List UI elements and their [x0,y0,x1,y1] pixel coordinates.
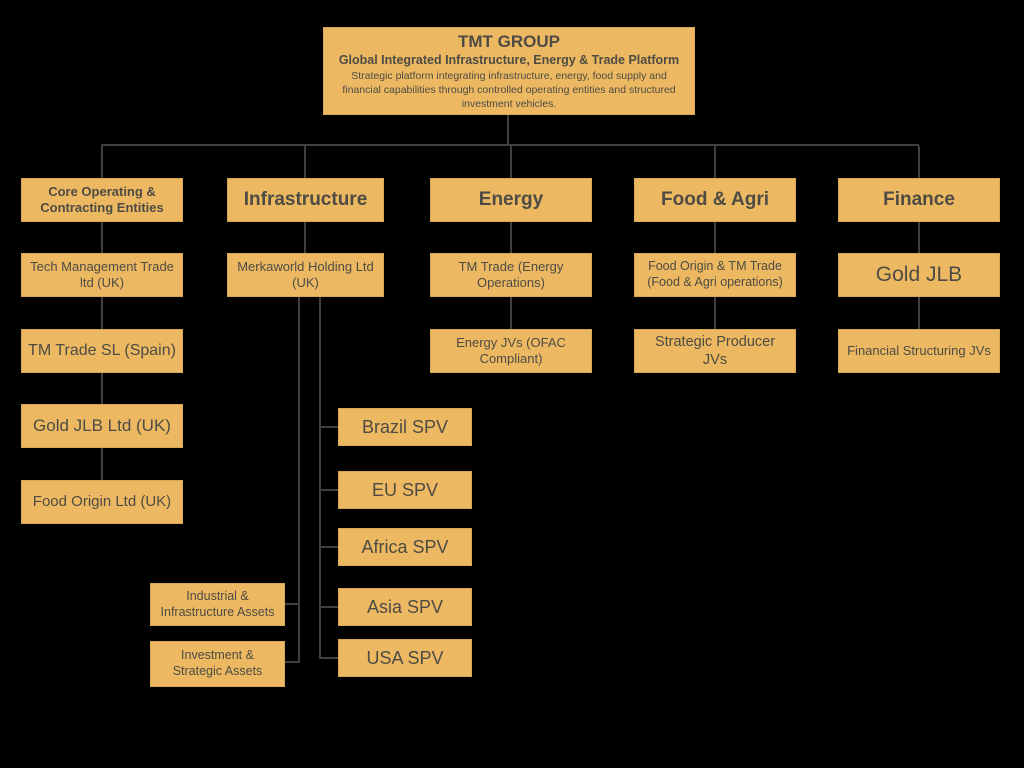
node-brazil-spv: Brazil SPV [338,408,472,446]
connector-drop-core [101,146,103,178]
node-investment-strategic-assets: Investment & Strategic Assets [150,641,285,687]
node-strategic-producer-jvs: Strategic Producer JVs [634,329,796,373]
connector-drop-finance [918,146,920,178]
connector-finance-2 [918,297,920,329]
node-asia-spv: Asia SPV [338,588,472,626]
connector-energy-1 [510,222,512,253]
connector-stub-brazil [320,426,338,428]
node-food-agri-header: Food & Agri [634,178,796,222]
connector-infra-rail-left [298,297,300,663]
root-subtitle: Global Integrated Infrastructure, Energy… [338,52,680,67]
node-infrastructure-header: Infrastructure [227,178,384,222]
connector-stub-africa [320,546,338,548]
connector-stub-eu [320,489,338,491]
node-usa-spv: USA SPV [338,639,472,677]
node-industrial-infrastructure-assets: Industrial & Infrastructure Assets [150,583,285,626]
node-tmt-group: TMT GROUP Global Integrated Infrastructu… [323,27,695,115]
root-description: Strategic platform integrating infrastru… [342,70,676,110]
node-food-origin-ltd: Food Origin Ltd (UK) [21,480,183,524]
connector-finance-1 [918,222,920,253]
node-africa-spv: Africa SPV [338,528,472,566]
node-finance-header: Finance [838,178,1000,222]
root-title: TMT GROUP [458,31,560,51]
connector-core-3 [101,373,103,404]
node-merkaworld-holding: Merkaworld Holding Ltd (UK) [227,253,384,297]
node-tm-trade-energy: TM Trade (Energy Operations) [430,253,592,297]
connector-core-1 [101,222,103,253]
connector-food-2 [714,297,716,329]
connector-stub-usa [320,657,338,659]
connector-root-stem [507,115,509,146]
node-gold-jlb: Gold JLB [838,253,1000,297]
connector-stub-investment [285,661,300,663]
node-eu-spv: EU SPV [338,471,472,509]
connector-stub-industrial [285,603,300,605]
connector-infra-rail-right [319,297,321,659]
connector-main-horizontal [101,144,919,146]
connector-energy-2 [510,297,512,329]
node-food-origin-tm-trade: Food Origin & TM Trade (Food & Agri oper… [634,253,796,297]
connector-drop-energy [510,146,512,178]
node-tech-management-trade: Tech Management Trade ltd (UK) [21,253,183,297]
connector-drop-infrastructure [304,146,306,178]
connector-stub-asia [320,606,338,608]
node-tm-trade-spain: TM Trade SL (Spain) [21,329,183,373]
node-core-header: Core Operating & Contracting Entities [21,178,183,222]
connector-core-2 [101,297,103,329]
node-energy-header: Energy [430,178,592,222]
node-energy-jvs: Energy JVs (OFAC Compliant) [430,329,592,373]
connector-core-4 [101,448,103,480]
connector-food-1 [714,222,716,253]
connector-infra-1 [304,222,306,253]
node-gold-jlb-ltd: Gold JLB Ltd (UK) [21,404,183,448]
connector-drop-food [714,146,716,178]
node-financial-structuring-jvs: Financial Structuring JVs [838,329,1000,373]
